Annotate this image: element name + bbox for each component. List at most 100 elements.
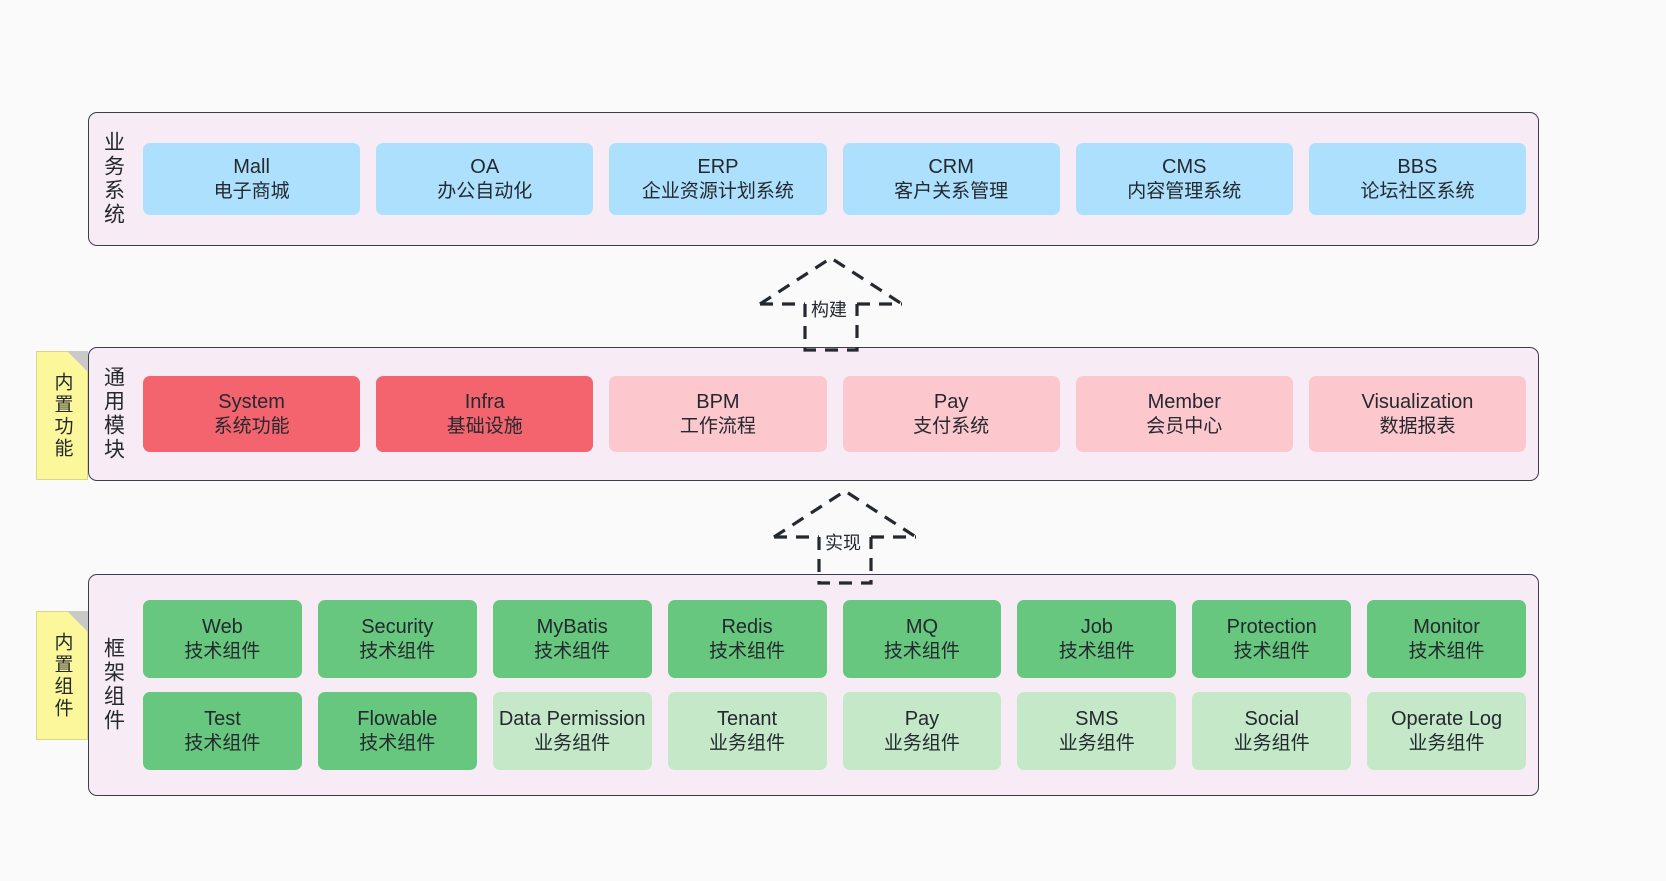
card-subtitle: 技术组件 — [534, 640, 611, 662]
card-mybatis[interactable]: MyBatis 技术组件 — [492, 600, 652, 678]
card-visualization[interactable]: Visualization 数据报表 — [1308, 376, 1527, 452]
card-member[interactable]: Member 会员中心 — [1075, 376, 1293, 452]
card-subtitle: 技术组件 — [1233, 640, 1310, 662]
card-subtitle: 技术组件 — [184, 640, 261, 662]
card-subtitle: 技术组件 — [883, 640, 960, 662]
card-row: Test 技术组件 Flowable 技术组件 Data Permission … — [143, 692, 1526, 770]
card-bbs[interactable]: BBS 论坛社区系统 — [1308, 143, 1527, 215]
connector-build-label: 构建 — [809, 296, 849, 322]
card-subtitle: 技术组件 — [184, 732, 261, 754]
sticky-note-label: 内置组件 — [51, 631, 73, 720]
card-title: Tenant — [717, 708, 778, 731]
card-mq[interactable]: MQ 技术组件 — [842, 600, 1002, 678]
layer-title-general-modules: 通用模块 — [101, 366, 125, 462]
card-title: System — [218, 391, 285, 414]
card-crm[interactable]: CRM 客户关系管理 — [842, 143, 1060, 215]
sticky-note-label: 内置功能 — [51, 371, 73, 460]
card-social[interactable]: Social 业务组件 — [1192, 692, 1352, 770]
card-subtitle: 技术组件 — [359, 640, 436, 662]
connector-implement-label: 实现 — [823, 529, 863, 555]
card-subtitle: 电子商城 — [213, 180, 290, 202]
layer-title-framework-components: 框架组件 — [101, 637, 125, 733]
card-tenant[interactable]: Tenant 业务组件 — [667, 692, 827, 770]
card-subtitle: 工作流程 — [679, 415, 756, 437]
card-mall[interactable]: Mall 电子商城 — [143, 143, 361, 215]
card-subtitle: 基础设施 — [446, 415, 523, 437]
card-system[interactable]: System 系统功能 — [143, 376, 361, 452]
card-cms[interactable]: CMS 内容管理系统 — [1075, 143, 1293, 215]
card-title: Flowable — [357, 708, 438, 731]
card-test[interactable]: Test 技术组件 — [143, 692, 302, 770]
layer-body-business-system: Mall 电子商城 OA 办公自动化 ERP 企业资源计划系统 CRM 客户关系… — [137, 113, 1538, 245]
card-subtitle: 技术组件 — [359, 732, 436, 754]
card-subtitle: 业务组件 — [534, 732, 611, 754]
layer-body-general-modules: System 系统功能 Infra 基础设施 BPM 工作流程 Pay 支付系统… — [137, 348, 1538, 480]
card-pay[interactable]: Pay 支付系统 — [842, 376, 1060, 452]
card-subtitle: 内容管理系统 — [1127, 180, 1242, 202]
card-title: OA — [470, 156, 500, 179]
sticky-note-builtin-functions: 内置功能 — [36, 351, 88, 480]
card-title: MQ — [905, 616, 939, 639]
card-subtitle: 数据报表 — [1379, 415, 1456, 437]
card-subtitle: 论坛社区系统 — [1360, 180, 1475, 202]
card-title: Web — [202, 616, 243, 639]
card-title: Protection — [1226, 616, 1317, 639]
card-oa[interactable]: OA 办公自动化 — [376, 143, 594, 215]
card-title: Visualization — [1361, 391, 1474, 414]
card-subtitle: 技术组件 — [709, 640, 786, 662]
card-redis[interactable]: Redis 技术组件 — [667, 600, 827, 678]
card-title: BBS — [1397, 156, 1438, 179]
implement-arrow-icon — [773, 489, 917, 585]
card-flowable[interactable]: Flowable 技术组件 — [317, 692, 477, 770]
card-sms[interactable]: SMS 业务组件 — [1017, 692, 1177, 770]
connector-build: 构建 — [744, 252, 919, 357]
card-monitor[interactable]: Monitor 技术组件 — [1367, 600, 1526, 678]
card-title: CRM — [928, 156, 974, 179]
card-bpm[interactable]: BPM 工作流程 — [609, 376, 827, 452]
card-web[interactable]: Web 技术组件 — [143, 600, 302, 678]
card-subtitle: 客户关系管理 — [894, 180, 1009, 202]
card-title: Mall — [233, 156, 270, 179]
card-subtitle: 系统功能 — [213, 415, 290, 437]
layer-business-system: 业务系统 Mall 电子商城 OA 办公自动化 ERP 企业资源计划系统 CRM… — [88, 112, 1539, 246]
card-title: CMS — [1162, 156, 1207, 179]
card-title: Pay — [904, 708, 940, 731]
card-infra[interactable]: Infra 基础设施 — [376, 376, 594, 452]
layer-title-business-system: 业务系统 — [101, 131, 125, 227]
connector-implement: 实现 — [758, 485, 933, 590]
card-title: ERP — [697, 156, 739, 179]
card-title: Member — [1147, 391, 1221, 414]
card-subtitle: 支付系统 — [913, 415, 990, 437]
card-title: Security — [361, 616, 434, 639]
card-row: Web 技术组件 Security 技术组件 MyBatis 技术组件 Redi… — [143, 600, 1526, 678]
card-title: Test — [204, 708, 241, 731]
card-protection[interactable]: Protection 技术组件 — [1192, 600, 1352, 678]
card-operate-log[interactable]: Operate Log 业务组件 — [1367, 692, 1526, 770]
card-subtitle: 技术组件 — [1058, 640, 1135, 662]
card-subtitle: 业务组件 — [1233, 732, 1310, 754]
card-subtitle: 企业资源计划系统 — [641, 180, 794, 202]
card-job[interactable]: Job 技术组件 — [1017, 600, 1177, 678]
card-subtitle: 办公自动化 — [437, 180, 533, 202]
card-pay-business[interactable]: Pay 业务组件 — [842, 692, 1002, 770]
layer-framework-components: 框架组件 Web 技术组件 Security 技术组件 MyBatis 技术组件… — [88, 574, 1539, 796]
card-title: Monitor — [1413, 616, 1480, 639]
card-title: Operate Log — [1390, 708, 1503, 731]
card-data-permission[interactable]: Data Permission 业务组件 — [492, 692, 652, 770]
card-title: SMS — [1075, 708, 1119, 731]
sticky-note-builtin-components: 内置组件 — [36, 611, 88, 740]
card-title: Pay — [933, 391, 969, 414]
card-erp[interactable]: ERP 企业资源计划系统 — [609, 143, 827, 215]
card-title: Job — [1080, 616, 1113, 639]
card-subtitle: 业务组件 — [883, 732, 960, 754]
card-row: Mall 电子商城 OA 办公自动化 ERP 企业资源计划系统 CRM 客户关系… — [143, 143, 1527, 215]
card-subtitle: 业务组件 — [709, 732, 786, 754]
card-security[interactable]: Security 技术组件 — [317, 600, 477, 678]
card-subtitle: 业务组件 — [1408, 732, 1485, 754]
layer-body-framework-components: Web 技术组件 Security 技术组件 MyBatis 技术组件 Redi… — [137, 575, 1538, 795]
card-subtitle: 会员中心 — [1146, 415, 1223, 437]
card-title: Social — [1244, 708, 1299, 731]
card-row: System 系统功能 Infra 基础设施 BPM 工作流程 Pay 支付系统… — [143, 376, 1527, 452]
card-title: MyBatis — [536, 616, 608, 639]
